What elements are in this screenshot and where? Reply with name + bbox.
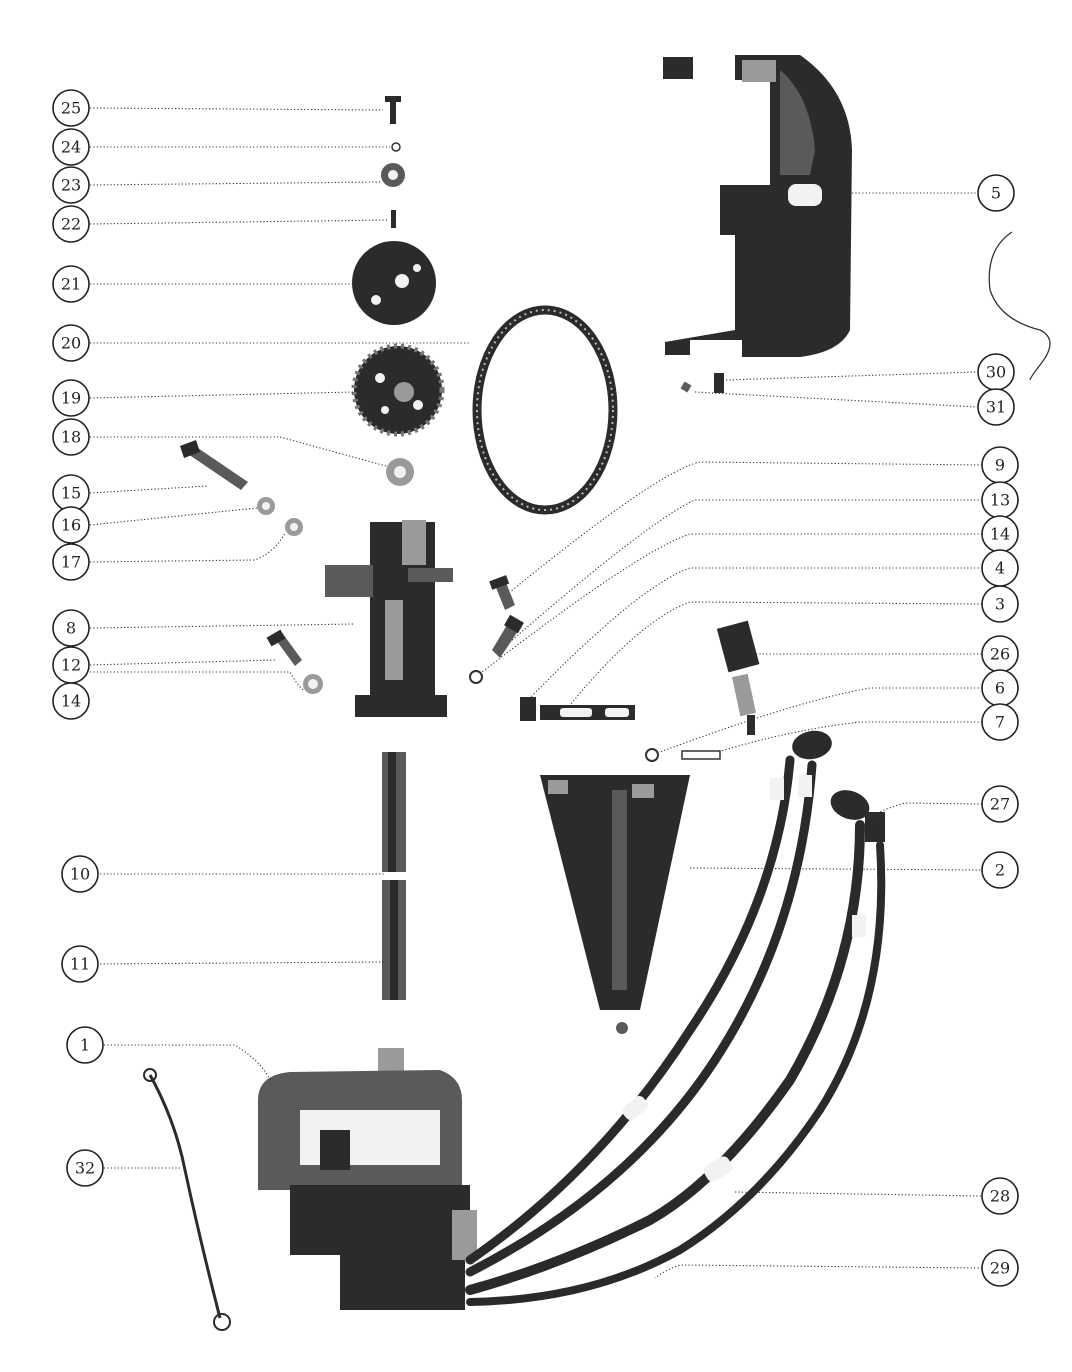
svg-text:8: 8 [66,619,76,638]
part-connector-26 [716,620,760,735]
part-clip-31 [680,381,692,393]
svg-text:15: 15 [61,484,81,503]
part-screw-9 [489,575,515,610]
part-screw-25 [385,96,401,124]
svg-text:19: 19 [61,389,81,408]
callout-10: 10 [61,855,99,893]
callout-11: 11 [61,945,99,983]
callout-32: 32 [66,1149,104,1187]
part-gear-19 [351,343,445,437]
part-shaft-10-11 [382,752,406,1000]
svg-text:23: 23 [61,176,81,195]
callout-30: 30 [977,353,1015,391]
part-cover-5 [663,55,852,357]
callout-15: 15 [52,474,90,512]
part-washer-16 [257,497,275,515]
callout-1: 1 [66,1026,104,1064]
svg-text:21: 21 [61,275,81,294]
svg-text:31: 31 [986,398,1006,417]
callout-5: 5 [977,174,1015,212]
callout-12: 12 [52,646,90,684]
part-bushing-18 [386,458,414,486]
callout-6: 6 [981,669,1019,707]
callout-7: 7 [981,703,1019,741]
part-screw-12 [266,629,302,666]
part-brace-line [988,231,1051,381]
callout-29: 29 [981,1249,1019,1287]
callout-26: 26 [981,635,1019,673]
svg-text:17: 17 [61,553,81,572]
part-ring-6 [645,748,659,762]
callout-24: 24 [52,128,90,166]
part-clip-30 [714,373,724,393]
svg-text:9: 9 [995,456,1005,475]
leader-lines [89,107,983,1279]
svg-text:14: 14 [61,692,81,711]
callout-13: 13 [981,481,1019,519]
svg-text:3: 3 [995,595,1005,614]
callout-21: 21 [52,265,90,303]
part-washer-14-left [303,674,323,694]
svg-text:7: 7 [995,713,1005,732]
part-nut-23 [381,163,405,187]
part-pin-7 [681,750,721,760]
svg-text:24: 24 [61,138,81,157]
part-pin-22 [391,210,396,228]
part-caps-27 [792,730,885,842]
part-washer-17 [285,518,303,536]
part-wire-32 [143,1068,231,1331]
callout-14-right: 14 [981,515,1019,553]
part-disc-21 [352,241,436,325]
callout-25: 25 [52,89,90,127]
callout-20: 20 [52,324,90,362]
callout-23: 23 [52,166,90,204]
part-bolt-15 [180,440,248,490]
part-shroud-2 [540,775,690,1034]
svg-text:27: 27 [990,795,1010,814]
callout-27: 27 [981,785,1019,823]
svg-text:5: 5 [991,184,1001,203]
callout-9: 9 [981,446,1019,484]
svg-text:20: 20 [61,334,81,353]
svg-text:18: 18 [61,428,81,447]
callout-18: 18 [52,418,90,456]
callout-16: 16 [52,506,90,544]
callout-3: 3 [981,585,1019,623]
svg-text:28: 28 [990,1187,1010,1206]
part-screw-13 [492,614,524,658]
svg-text:1: 1 [80,1036,90,1055]
svg-text:22: 22 [61,215,81,234]
part-washer-24 [391,142,401,152]
part-ring-14-right [469,670,483,684]
callout-31: 31 [977,388,1015,426]
svg-text:2: 2 [995,861,1005,880]
svg-text:12: 12 [61,656,81,675]
part-coupler-3-4 [520,697,635,721]
svg-text:14: 14 [990,525,1010,544]
callout-8: 8 [52,609,90,647]
part-belt-20 [472,305,618,515]
svg-text:25: 25 [61,99,81,118]
svg-text:30: 30 [986,363,1006,382]
svg-text:29: 29 [990,1259,1010,1278]
callout-17: 17 [52,543,90,581]
svg-text:11: 11 [70,955,90,974]
callout-4: 4 [981,549,1019,587]
svg-text:26: 26 [990,645,1010,664]
part-base-1 [258,1048,477,1310]
svg-text:10: 10 [70,865,90,884]
svg-text:16: 16 [61,516,81,535]
callout-22: 22 [52,205,90,243]
part-housing-8 [325,520,453,717]
svg-text:32: 32 [75,1159,95,1178]
callout-14-left: 14 [52,682,90,720]
svg-text:6: 6 [995,679,1005,698]
callout-2: 2 [981,851,1019,889]
svg-text:13: 13 [990,491,1010,510]
svg-text:4: 4 [995,559,1005,578]
callout-19: 19 [52,379,90,417]
callout-28: 28 [981,1177,1019,1215]
